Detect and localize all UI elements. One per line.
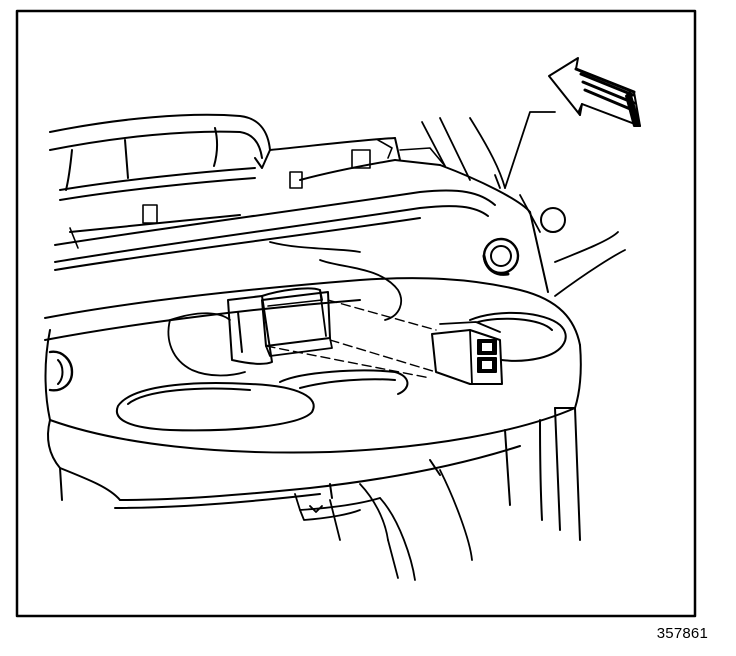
left-cup-holder [115,369,409,432]
lower-bracket [294,469,473,581]
round-knob-icon [540,207,566,233]
illustration-border [15,9,697,618]
figure-id-label: 357861 [656,625,708,642]
upper-dash-panel [49,113,396,201]
console-base [114,407,581,541]
cupholder-tray [44,277,582,501]
switch-opening [227,287,323,365]
control-knob-icon [482,237,520,276]
installation-leader-line [265,299,437,379]
switch-connector-icon [261,291,503,385]
background-structure [421,111,626,297]
front-arrow-icon [548,57,641,127]
seat-backrest [167,241,402,377]
console-top-rail [54,137,549,293]
mounting-clip [69,139,393,249]
left-knob-icon [48,350,74,392]
